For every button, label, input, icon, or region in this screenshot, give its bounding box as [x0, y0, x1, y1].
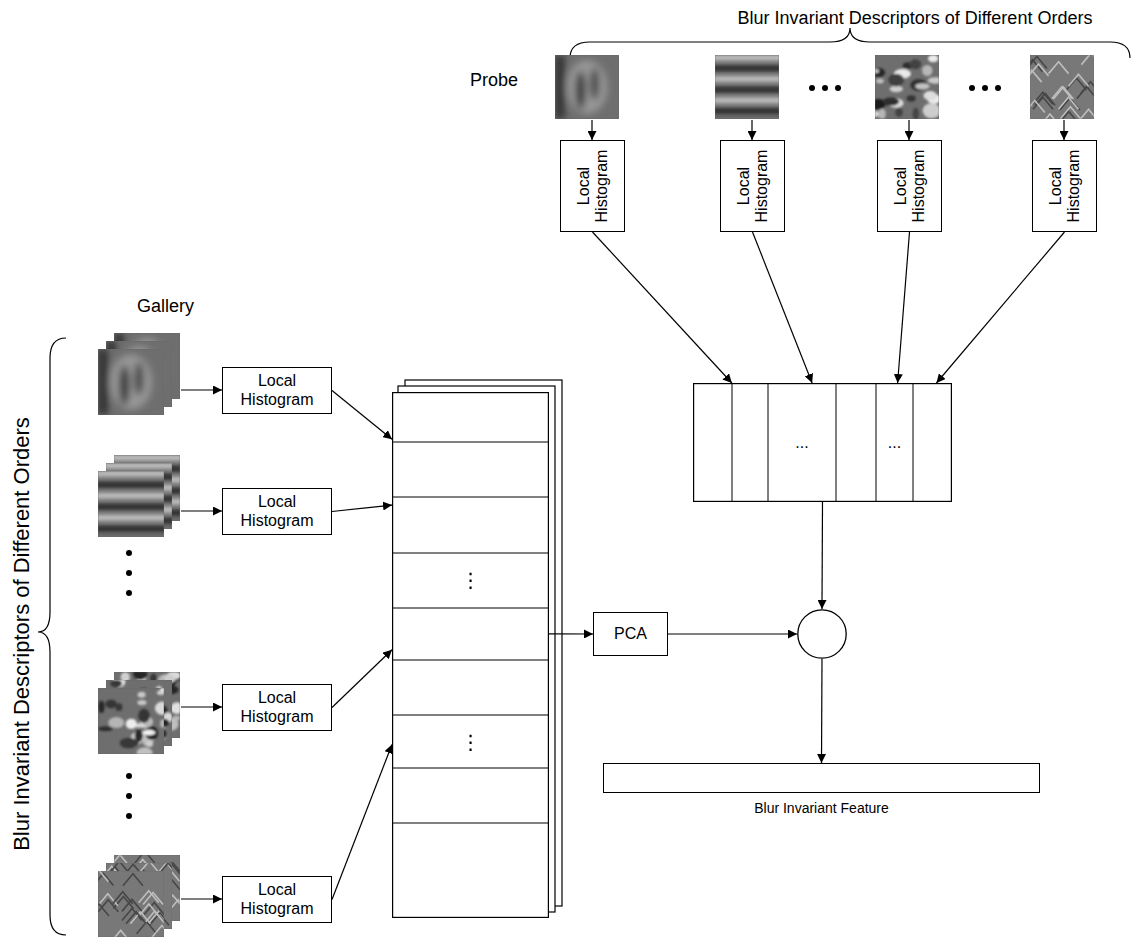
connector-arrow: [821, 659, 823, 763]
section-label: Probe: [470, 70, 518, 91]
histogram-box: Local Histogram: [222, 488, 332, 535]
connector-arrow: [593, 232, 732, 383]
connector-arrow: [332, 744, 392, 899]
connector-arrow: [332, 391, 392, 440]
box-label: Local Histogram: [229, 881, 325, 918]
section-label: Gallery: [137, 296, 194, 317]
box-label: Local Histogram: [1046, 150, 1083, 223]
box-label: Local Histogram: [229, 372, 325, 409]
connector-arrow: [668, 633, 797, 634]
match-circle: [797, 609, 847, 659]
connector-arrow: [753, 232, 813, 383]
left-brace: [38, 338, 66, 935]
process-box: PCA: [593, 612, 668, 656]
box-label: Local Histogram: [891, 150, 928, 223]
histogram-box: Local Histogram: [222, 876, 332, 923]
histogram-box: Local Histogram: [720, 140, 785, 232]
box-label: PCA: [614, 625, 647, 643]
group-title: Blur Invariant Descriptors of Different …: [9, 417, 34, 851]
histogram-box: Local Histogram: [1032, 140, 1097, 232]
ellipsis-text: ⋮: [461, 731, 481, 754]
box-label: Local Histogram: [229, 493, 325, 530]
feature-matrix: ⋮⋮: [392, 392, 549, 918]
caption-text: Blur Invariant Feature: [754, 800, 889, 816]
ellipsis-text: ...: [795, 434, 808, 452]
circle-outline: [797, 609, 847, 659]
box-label: Local Histogram: [229, 689, 325, 726]
ellipsis-text: ...: [888, 434, 901, 452]
group-title: Blur Invariant Descriptors of Different …: [738, 8, 1093, 29]
ellipsis-text: ⋮: [461, 569, 481, 592]
output-bar: Blur Invariant Feature: [603, 763, 1040, 793]
feature-vector: ......: [693, 383, 952, 502]
box-label: Local Histogram: [734, 150, 771, 223]
ellipsis-dots: [126, 85, 1001, 819]
histogram-box: Local Histogram: [560, 140, 625, 232]
cell-grid: [693, 383, 952, 502]
connector-arrow: [332, 650, 392, 708]
image-arrows: [181, 120, 1064, 899]
histogram-box: Local Histogram: [877, 140, 942, 232]
top-brace: [570, 28, 1130, 58]
box-label: Local Histogram: [574, 150, 611, 223]
histogram-box: Local Histogram: [222, 367, 332, 414]
connector-arrow: [898, 232, 910, 383]
connector-arrow: [332, 505, 392, 511]
connector-arrow: [821, 502, 823, 609]
connector-arrow: [549, 633, 593, 634]
histogram-box: Local Histogram: [222, 684, 332, 731]
descriptor-images: [88, 53, 1101, 939]
cell-grid: [392, 392, 549, 918]
connector-arrow: [936, 232, 1064, 383]
